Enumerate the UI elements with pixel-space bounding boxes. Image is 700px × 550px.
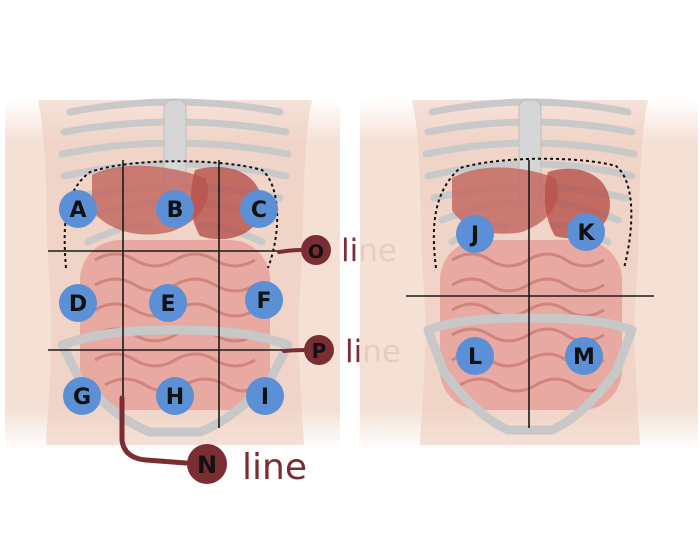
region-marker-b: B <box>156 190 194 228</box>
o-line-leader <box>277 248 302 254</box>
right-region-markers: J K L M <box>456 213 605 375</box>
region-label-j: J <box>469 223 479 248</box>
left-stomach <box>190 166 262 240</box>
region-label-i: I <box>261 385 269 410</box>
left-region-markers: A B C D E F G H <box>59 190 284 415</box>
region-label-l: L <box>468 345 482 370</box>
left-grid-lines <box>48 160 296 428</box>
region-label-b: B <box>167 198 184 223</box>
p-line-letter: P <box>312 339 327 363</box>
region-label-k: K <box>577 221 595 246</box>
region-label-e: E <box>160 292 175 317</box>
region-marker-h: H <box>156 377 194 415</box>
region-marker-f: F <box>245 281 283 319</box>
n-line-letter: N <box>197 451 217 479</box>
region-label-a: A <box>69 198 86 223</box>
region-marker-d: D <box>59 284 97 322</box>
region-marker-g: G <box>63 377 101 415</box>
o-line-letter: O <box>308 241 324 263</box>
right-pelvis <box>423 313 637 435</box>
region-marker-k: K <box>567 213 605 251</box>
region-label-c: C <box>251 198 267 223</box>
right-torso-figure <box>360 98 698 450</box>
region-marker-i: I <box>246 377 284 415</box>
n-line-leader <box>119 395 189 466</box>
right-grid-lines <box>406 160 654 428</box>
region-label-d: D <box>69 292 87 317</box>
region-marker-c: C <box>240 190 278 228</box>
region-marker-m: M <box>565 337 603 375</box>
region-label-g: G <box>73 385 91 410</box>
right-diaphragm-outline <box>432 157 633 269</box>
region-marker-l: L <box>456 337 494 375</box>
region-marker-j: J <box>456 215 494 253</box>
n-line-word: line <box>242 447 307 488</box>
region-label-m: M <box>573 345 595 370</box>
region-label-f: F <box>256 289 271 314</box>
region-marker-a: A <box>59 190 97 228</box>
region-marker-e: E <box>149 284 187 322</box>
p-line-leader <box>282 348 306 353</box>
region-label-h: H <box>166 385 184 410</box>
n-line-callout: N line <box>119 395 307 488</box>
